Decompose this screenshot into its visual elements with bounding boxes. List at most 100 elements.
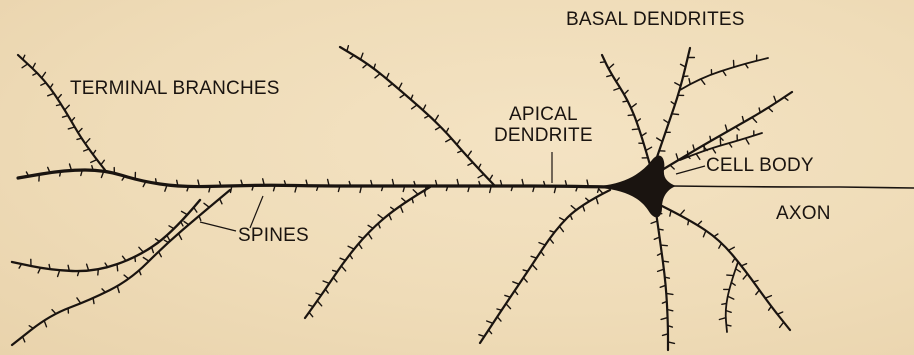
label-axon: AXON xyxy=(776,203,831,224)
spine xyxy=(609,64,614,68)
spine xyxy=(532,265,537,270)
spine xyxy=(411,95,413,99)
spine xyxy=(726,325,731,326)
spine xyxy=(65,105,70,110)
spine xyxy=(412,105,417,109)
spine xyxy=(23,55,25,59)
spine xyxy=(688,151,689,157)
spine xyxy=(446,128,448,132)
spine xyxy=(670,211,671,217)
spine xyxy=(596,197,598,203)
spine xyxy=(446,139,452,142)
spine xyxy=(350,255,353,259)
spine xyxy=(723,71,726,76)
spine xyxy=(614,88,620,90)
spine xyxy=(368,233,372,239)
spine xyxy=(435,115,439,121)
spine xyxy=(523,270,528,271)
spine xyxy=(523,278,527,282)
spine xyxy=(784,97,788,100)
spine xyxy=(743,274,747,279)
spine xyxy=(77,138,82,139)
spine xyxy=(663,261,669,262)
spine xyxy=(746,138,749,144)
spine xyxy=(693,145,695,151)
spine xyxy=(742,117,743,123)
spine xyxy=(733,258,736,262)
spine xyxy=(91,160,97,163)
spine xyxy=(340,258,345,260)
spine xyxy=(777,312,782,314)
leader-cell-body xyxy=(676,166,705,174)
spine xyxy=(386,74,388,79)
spine xyxy=(117,286,119,292)
spine xyxy=(323,281,329,283)
leader-spines-1 xyxy=(200,222,236,231)
spine xyxy=(616,78,619,82)
spine xyxy=(41,83,46,85)
spine xyxy=(754,281,759,282)
terminal-branch-lower xyxy=(12,200,200,271)
spine xyxy=(641,133,646,136)
spine xyxy=(156,179,157,184)
spine xyxy=(670,165,674,169)
spine xyxy=(156,239,160,242)
spine xyxy=(712,148,715,153)
spine xyxy=(400,206,403,212)
spine xyxy=(607,75,613,77)
spine xyxy=(184,222,189,225)
spine xyxy=(664,120,669,123)
spine xyxy=(425,116,429,118)
spine xyxy=(468,163,473,166)
spine xyxy=(628,115,634,116)
spine xyxy=(68,127,74,129)
spine xyxy=(309,312,313,316)
basal-dendrite-up-2b xyxy=(680,58,768,90)
spine xyxy=(378,223,380,227)
spine xyxy=(23,337,25,342)
spine xyxy=(497,309,502,310)
spine xyxy=(378,215,383,219)
spine xyxy=(515,291,518,295)
spine xyxy=(139,247,144,252)
axon-line xyxy=(672,186,914,188)
spine xyxy=(399,83,402,89)
spine xyxy=(135,257,136,262)
spine xyxy=(646,147,652,150)
spine xyxy=(436,127,441,130)
spine xyxy=(159,252,162,257)
spine xyxy=(317,301,321,306)
spine xyxy=(728,296,734,299)
spine xyxy=(513,282,519,284)
label-apical-line2: DENDRITE xyxy=(494,125,593,146)
spine xyxy=(675,83,681,86)
spine xyxy=(729,143,732,147)
spine xyxy=(164,240,168,242)
spine xyxy=(714,234,718,237)
spine xyxy=(583,206,585,211)
spine xyxy=(194,207,197,212)
spine xyxy=(696,154,700,160)
apical-dendrite-trunk xyxy=(18,170,610,187)
spine xyxy=(487,321,493,323)
spine xyxy=(374,64,376,69)
spine xyxy=(497,317,501,321)
spine xyxy=(33,73,37,75)
spine xyxy=(341,266,345,271)
spine xyxy=(697,221,701,225)
spine xyxy=(71,118,74,122)
spine xyxy=(599,189,603,193)
spine xyxy=(601,62,606,63)
spine xyxy=(676,154,678,160)
spine xyxy=(333,270,338,271)
spine xyxy=(77,298,81,303)
spine xyxy=(623,101,628,102)
spine xyxy=(774,96,776,102)
spine xyxy=(489,330,492,334)
spine xyxy=(78,129,82,133)
spine xyxy=(756,290,760,294)
spine xyxy=(402,198,406,202)
spine xyxy=(391,207,395,210)
label-terminal-branches: TERMINAL BRANCHES xyxy=(70,78,280,99)
